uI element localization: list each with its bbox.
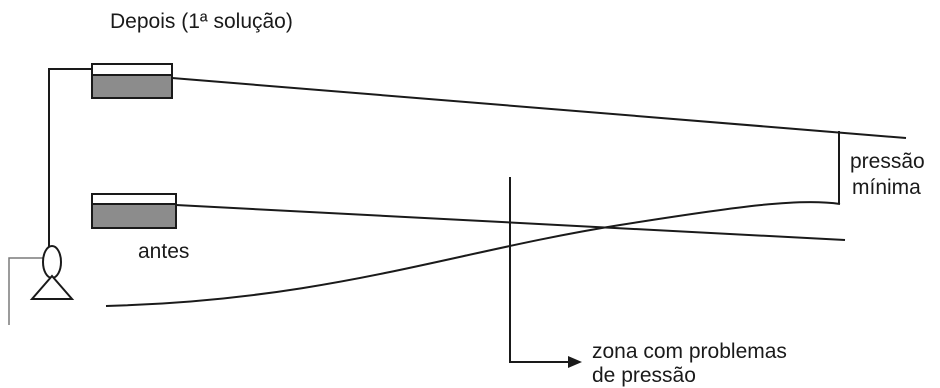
tank-after bbox=[91, 63, 173, 99]
pressure-zone-label-line2: de pressão bbox=[592, 364, 696, 387]
tank-before bbox=[91, 193, 177, 229]
min-pressure-label-line2: mínima bbox=[852, 176, 921, 199]
after-solution-label: Depois (1ª solução) bbox=[110, 10, 293, 33]
pump-riser-pipe bbox=[48, 68, 92, 248]
terrain-profile-curve bbox=[105, 201, 841, 307]
pressure-zone-label-line1: zona com problemas bbox=[592, 340, 787, 363]
suction-line bbox=[8, 257, 47, 325]
min-pressure-label-line1: pressão bbox=[850, 150, 925, 173]
arrow-right-head-icon bbox=[568, 356, 582, 368]
grade-line-after bbox=[171, 77, 907, 139]
zone-arrow-line bbox=[509, 177, 570, 363]
pump-icon bbox=[29, 245, 75, 300]
before-label: antes bbox=[138, 240, 190, 263]
